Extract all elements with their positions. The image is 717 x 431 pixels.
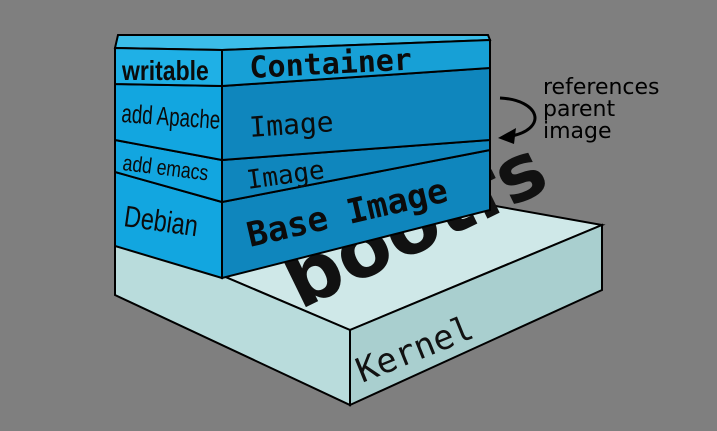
apache-left-label: add Apache (121, 98, 222, 135)
container-front-right (221, 38, 491, 88)
writable-label: writable (121, 56, 209, 87)
apache-image-label: Image (248, 105, 334, 144)
annotation-line-1: references (543, 75, 660, 100)
container-layer: writable Container (113, 34, 492, 88)
references-annotation: references parent image (498, 75, 660, 144)
debian-layer: Debian Base Image (114, 148, 491, 280)
annotation-line-3: image (543, 119, 612, 144)
container-label: Container (249, 43, 413, 86)
kernel-side-face (349, 223, 603, 407)
annotation-line-2: parent (543, 97, 615, 122)
curved-arrow-head (498, 128, 516, 144)
curved-arrow-icon (499, 96, 537, 138)
